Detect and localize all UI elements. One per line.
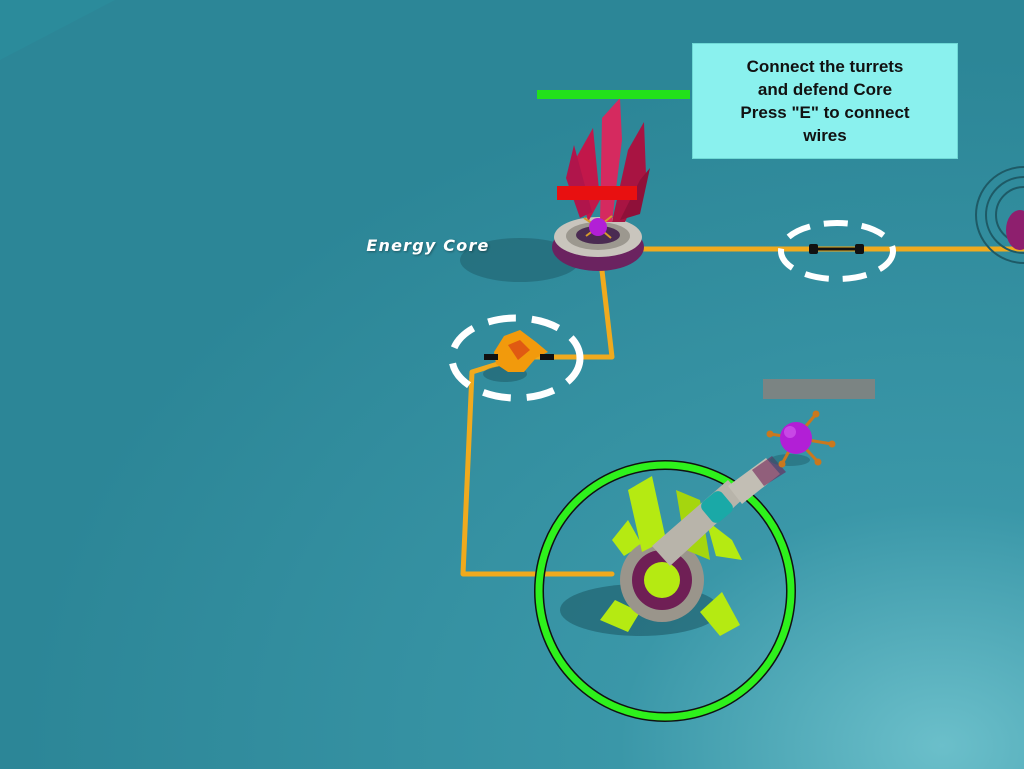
enemy-mite[interactable] [766, 410, 836, 468]
objective-line: wires [803, 126, 847, 145]
turret-range-ring [534, 460, 796, 722]
objective-line: and defend Core [757, 80, 893, 99]
wire-connector-node-mid[interactable] [448, 314, 584, 402]
enemy-health-bar-track [763, 379, 875, 399]
repair-drone [484, 330, 554, 372]
wire-core-to-turret [460, 259, 615, 577]
objective-line: Press "E" to connect [740, 103, 910, 122]
objective-line: Connect the turrets [746, 57, 904, 76]
objective-panel: Connect the turrets and defend Core Pres… [692, 43, 958, 159]
core-orb [583, 215, 613, 239]
distant-structure [975, 166, 1024, 264]
objective-text: Connect the turrets and defend Core Pres… [740, 55, 909, 147]
ground-edge-shadow [0, 0, 115, 60]
wire-connector-node-east[interactable] [778, 220, 896, 282]
cannon-turret[interactable] [560, 456, 786, 636]
core-shield-bar [537, 90, 690, 99]
energy-core-label: Energy Core [366, 236, 490, 255]
core-health-bar [557, 186, 637, 200]
